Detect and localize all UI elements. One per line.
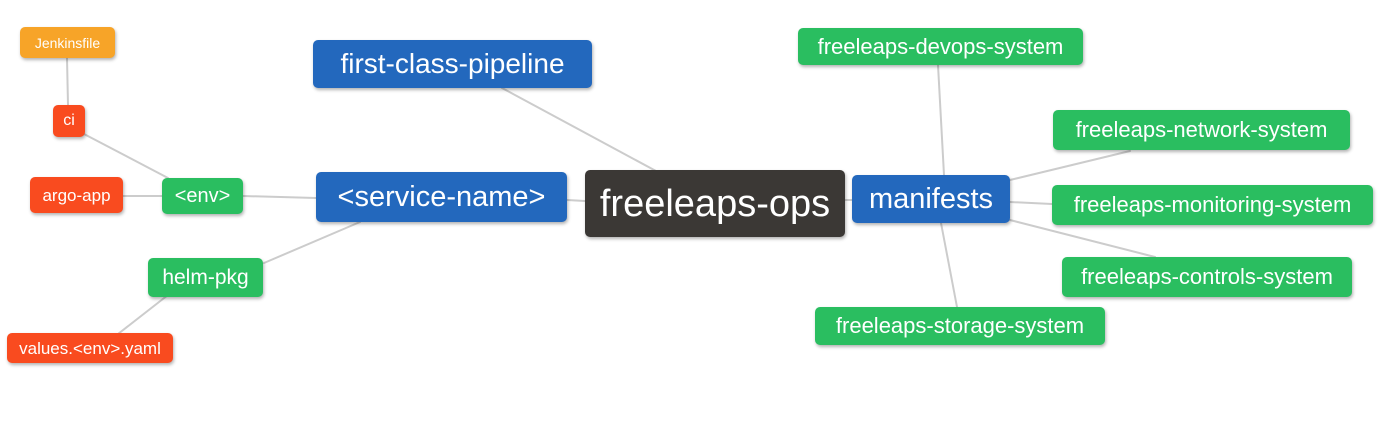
node-first-class-pipeline[interactable]: first-class-pipeline: [313, 40, 592, 88]
node-helm-pkg[interactable]: helm-pkg: [148, 258, 263, 297]
edge-jenkinsfile-to-ci: [66, 57, 69, 106]
edge-manifests-to-network-system: [1009, 150, 1131, 181]
node-service-name[interactable]: <service-name>: [316, 172, 567, 222]
node-env[interactable]: <env>: [162, 178, 243, 214]
edge-manifests-to-storage-system: [940, 222, 958, 308]
node-monitoring-system[interactable]: freeleaps-monitoring-system: [1052, 185, 1373, 225]
edge-first-class-pipeline-to-freeleaps-ops: [501, 87, 657, 172]
node-ci[interactable]: ci: [53, 105, 85, 137]
node-jenkinsfile[interactable]: Jenkinsfile: [20, 27, 115, 58]
edge-helm-pkg-to-service-name: [263, 221, 361, 264]
node-freeleaps-ops[interactable]: freeleaps-ops: [585, 170, 845, 237]
node-network-system[interactable]: freeleaps-network-system: [1053, 110, 1350, 150]
node-values-env-yaml[interactable]: values.<env>.yaml: [7, 333, 173, 363]
node-controls-system[interactable]: freeleaps-controls-system: [1062, 257, 1352, 297]
node-storage-system[interactable]: freeleaps-storage-system: [815, 307, 1105, 345]
node-argo-app[interactable]: argo-app: [30, 177, 123, 213]
edge-ci-to-env: [83, 133, 169, 179]
edge-values-env-yaml-to-helm-pkg: [117, 294, 169, 335]
edge-manifests-to-monitoring-system: [1009, 201, 1053, 205]
edge-env-to-service-name: [242, 195, 317, 199]
edge-manifests-to-controls-system: [1009, 219, 1156, 258]
node-devops-system[interactable]: freeleaps-devops-system: [798, 28, 1083, 65]
edge-service-name-to-freeleaps-ops: [566, 199, 586, 202]
node-manifests[interactable]: manifests: [852, 175, 1010, 223]
edge-manifests-to-devops-system: [937, 64, 945, 176]
